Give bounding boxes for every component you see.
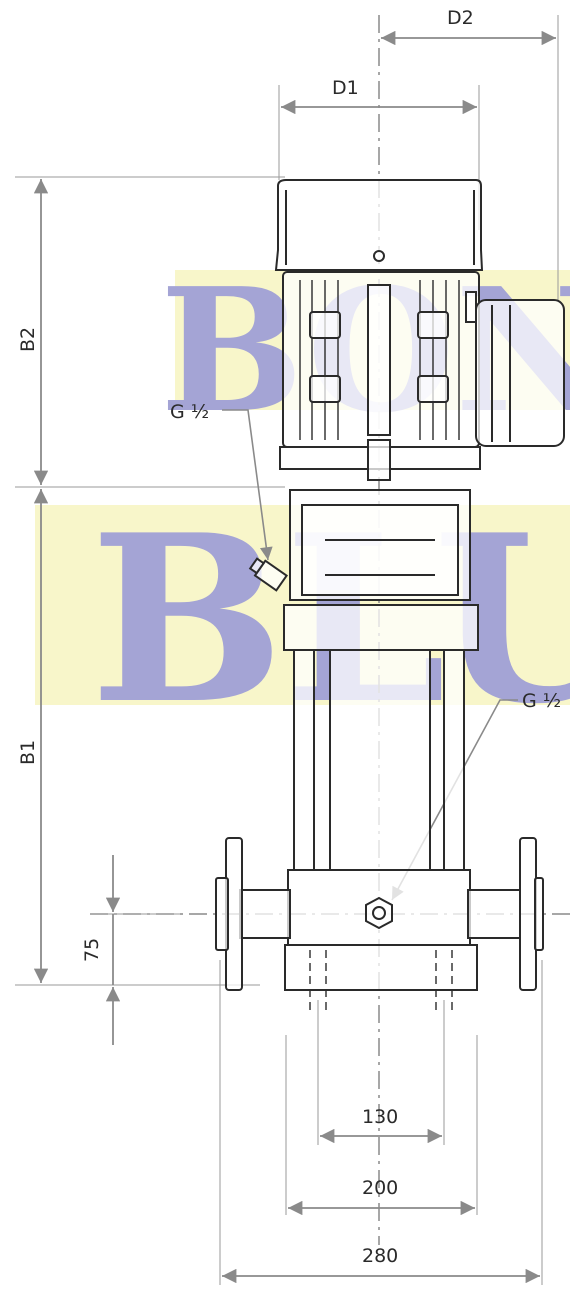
tie-rod-left <box>293 649 315 871</box>
discharge-flange <box>519 837 537 991</box>
pump-sleeve <box>329 649 431 871</box>
dimension-lines <box>33 30 556 1284</box>
extension-lines <box>15 15 559 1285</box>
upper-port-plug <box>248 557 289 592</box>
label-base-outer: 200 <box>362 1177 398 1199</box>
motor-nameplate-rib <box>367 284 391 436</box>
base-plate <box>284 944 478 991</box>
tie-rod-right <box>443 649 465 871</box>
label-port-lower: G ½ <box>522 690 561 712</box>
terminal-box <box>475 299 565 447</box>
discharge-pipe <box>467 889 521 939</box>
label-d2: D2 <box>447 7 474 29</box>
pump-head <box>283 604 479 651</box>
pump <box>215 179 565 1010</box>
dimension-labels: D2 D1 B2 B1 G ½ G ½ 75 130 200 280 <box>17 7 561 1267</box>
label-d1: D1 <box>332 77 359 99</box>
label-base-inner: 130 <box>362 1106 398 1128</box>
motor-fan-cover <box>274 179 484 271</box>
label-inlet-height: 75 <box>81 938 103 962</box>
coupling-guard <box>301 504 459 596</box>
label-port-upper: G ½ <box>170 401 209 423</box>
motor-foot-bolt <box>309 311 341 339</box>
leader-upper-port <box>222 409 273 561</box>
label-b2: B2 <box>17 327 39 352</box>
label-b1: B1 <box>17 740 39 765</box>
suction-pipe <box>239 889 291 939</box>
motor-eye-bolt <box>373 250 385 262</box>
label-flange-span: 280 <box>362 1245 398 1267</box>
